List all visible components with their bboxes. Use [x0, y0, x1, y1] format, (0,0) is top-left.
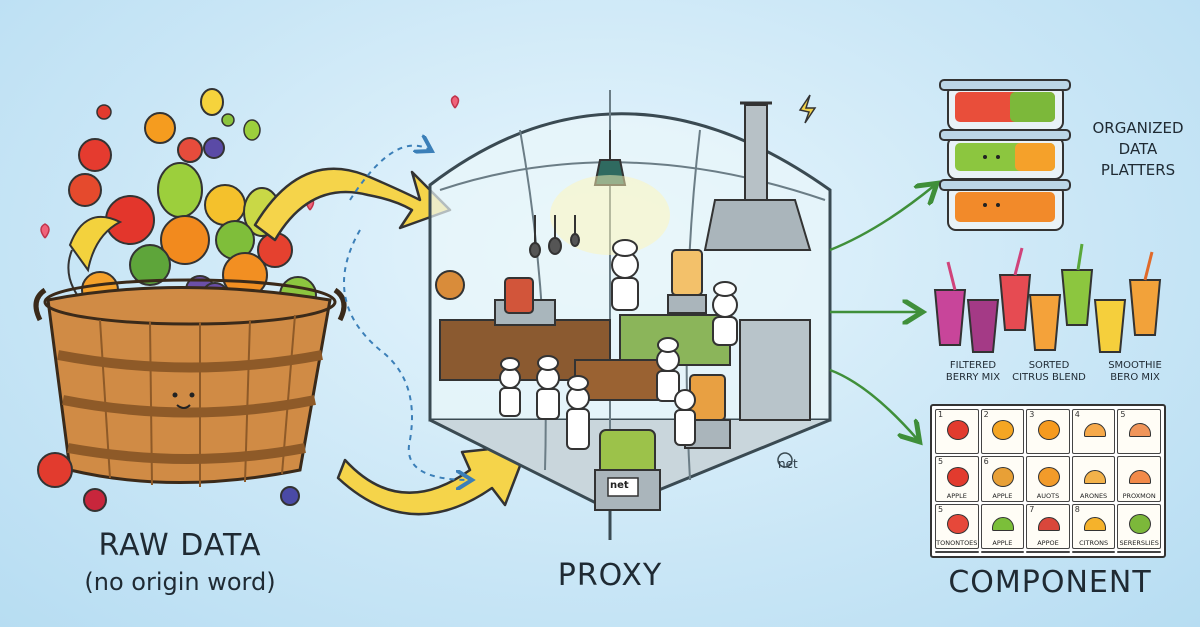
fruit-icon [1038, 551, 1060, 553]
smoothie-cups [933, 243, 1162, 353]
fruit-icon [992, 517, 1015, 532]
grid-cell-caption: PROXMON [1122, 491, 1156, 500]
grid-cell: APPLE [980, 503, 1025, 549]
grid-cell-caption: CITRONS [1079, 538, 1109, 547]
arrow-to-proxy-bottom [336, 443, 530, 516]
fruit-icon [992, 551, 1014, 553]
fruit-icon [1129, 470, 1152, 485]
fruit-icon [1129, 422, 1152, 437]
grid-cell-number: 13 [1120, 552, 1130, 553]
arrow-to-grid [829, 368, 918, 440]
grid-cell: 12PREC-SLICE [1071, 550, 1116, 553]
grid-cell: AUOTS [1026, 456, 1070, 502]
grid-cell-number: 1 [938, 410, 944, 419]
platters-label: ORGANIZED DATA PLATTERS [1078, 118, 1198, 181]
fruit-icon [1037, 467, 1060, 488]
fruit-icon [1037, 419, 1060, 440]
grid-cell: 11OLUTURES [1026, 550, 1070, 553]
fruit-icon [1083, 517, 1106, 532]
grid-cell: 3 [1026, 409, 1070, 455]
grid-cell: PROXMON [1117, 456, 1161, 502]
grid-cell: ARONES [1071, 456, 1116, 502]
smoothie-label-1-line-1: FILTERED [949, 360, 997, 371]
grid-cell-number: 12 [1075, 552, 1085, 553]
fruit-basket [33, 88, 347, 512]
grid-cell-caption: ARONES [1080, 491, 1108, 500]
grid-cell: 1 [935, 409, 979, 455]
grid-cell: 13FRUIT [1117, 550, 1161, 553]
arrow-to-proxy-top [253, 167, 452, 242]
grid-cell-caption: APPLE [992, 538, 1013, 547]
proxy-kitchen [428, 90, 832, 540]
platters-line-2: DATA [1118, 140, 1158, 158]
smoothie-label-2-line-2: CITRUS BLEND [1012, 372, 1086, 383]
grid-cell: SERERSLIES [1117, 503, 1161, 549]
smoothie-label-3-line-2: BERO MIX [1110, 372, 1160, 383]
fruit-icon [1083, 470, 1106, 485]
fruit-icon [992, 419, 1015, 440]
grid-cell-caption: TONONTOES [936, 538, 978, 547]
grid-cell-caption: APPLE [992, 491, 1013, 500]
grid-cell-number: 5 [1120, 410, 1126, 419]
raw-data-subtitle: (no origin word) [84, 568, 276, 596]
grid-cell-number: 4 [1074, 410, 1080, 419]
platter-stack [939, 79, 1071, 231]
grid-cell: 4 [1071, 409, 1116, 455]
smoothie-label-1: FILTERED BERRY MIX [938, 360, 1008, 384]
platters-line-3: PLATTERS [1100, 161, 1176, 179]
grid-cell: 9APPVICS [935, 550, 979, 553]
grid-cell-caption: AUOTS [1036, 491, 1060, 500]
grid-cell: 2 [980, 409, 1025, 455]
grid-cell-number: 5 [938, 504, 944, 514]
raw-data-title: RAW DATA [98, 528, 262, 563]
fruit-icon [1037, 517, 1060, 532]
fruit-icon [1083, 422, 1106, 437]
grid-cell-number: 9 [938, 552, 943, 553]
fruit-icon [947, 551, 969, 553]
net-tag: net [778, 457, 798, 471]
grid-cell-number: 8 [1074, 504, 1080, 514]
arrow-to-platters [829, 185, 935, 252]
platters-line-1: ORGANIZED [1092, 119, 1184, 137]
grid-cell-caption: APPOE [1037, 538, 1059, 547]
grid-cell-number: 11 [1029, 552, 1039, 553]
smoothie-label-2-line-1: SORTED [1028, 360, 1070, 371]
grid-cell-number: 5 [938, 457, 944, 467]
grid-cell-number: 6 [983, 457, 989, 467]
fruit-icon [992, 467, 1015, 488]
processor-net-label: net [610, 480, 629, 491]
fruit-icon [1129, 551, 1151, 553]
grid-cell-number: 2 [983, 410, 989, 419]
grid-cell-number: 7 [1029, 504, 1035, 514]
smoothie-label-3: SMOOTHIE BERO MIX [1095, 360, 1175, 384]
smoothie-label-3-line-1: SMOOTHIE [1108, 360, 1162, 371]
component-title: COMPONENT [948, 565, 1152, 600]
fruit-icon [946, 514, 969, 535]
grid-cell-caption: SERERSLIES [1119, 538, 1159, 547]
fruit-icon [946, 419, 969, 440]
fruit-icon [1129, 514, 1152, 535]
grid-cell-caption: APPLE [946, 491, 967, 500]
grid-cell-number: 3 [1029, 410, 1035, 419]
smoothie-label-1-line-2: BERRY MIX [945, 372, 1001, 383]
fruit-icon [1084, 551, 1106, 553]
smoothie-label-2: SORTED CITRUS BLEND [1010, 360, 1088, 384]
fruit-icon [946, 467, 969, 488]
grid-cell: 5 [1117, 409, 1161, 455]
grid-cell: 10SLHONES [980, 550, 1025, 553]
grid-cell-number: 10 [984, 552, 994, 553]
proxy-title: PROXY [557, 558, 663, 593]
